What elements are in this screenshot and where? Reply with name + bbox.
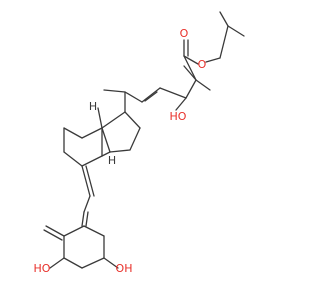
bond (83, 225, 105, 237)
ring-hydroxyl-left-label: HO (34, 262, 51, 275)
bond-skeleton (43, 11, 245, 269)
bond (219, 25, 229, 59)
molecule-svg: O O HO HO OH H H (34, 11, 245, 275)
bond (63, 257, 83, 269)
side-chain-hydroxyl-label: HO (170, 110, 187, 123)
bond (85, 165, 95, 197)
bond (81, 165, 91, 197)
bond (183, 55, 197, 81)
bond (183, 65, 197, 81)
bond (81, 211, 85, 227)
molecule-diagram: O O HO HO OH H H (34, 11, 245, 275)
bond (185, 79, 197, 99)
bond (129, 127, 141, 151)
bond (195, 79, 211, 91)
bond (45, 225, 65, 237)
atom-labels: O O HO HO OH H H (34, 27, 207, 275)
carbonyl-oxygen-label: O (180, 27, 189, 40)
bond (63, 151, 83, 167)
bond (101, 127, 111, 153)
bond (144, 91, 158, 102)
bond (103, 89, 126, 93)
bond (43, 229, 63, 241)
bond (219, 11, 229, 27)
bond (103, 257, 119, 269)
bond (183, 55, 199, 65)
bond (124, 91, 143, 103)
bond (141, 87, 161, 103)
bond (227, 25, 245, 37)
bond (81, 257, 105, 269)
ester-oxygen-label: O (198, 58, 207, 71)
bond (83, 195, 91, 213)
stereo-h-lower-label: H (108, 154, 116, 167)
bond (159, 87, 187, 99)
bond (97, 107, 103, 129)
bond (109, 149, 131, 153)
bond (205, 57, 221, 63)
bond (124, 111, 141, 129)
bond (81, 155, 103, 167)
bond (85, 211, 89, 227)
bond (101, 151, 111, 157)
bond (63, 127, 83, 139)
stereo-h-upper-label: H (89, 100, 97, 113)
bond (63, 225, 85, 237)
bond (101, 111, 126, 129)
bond (81, 127, 103, 139)
ring-hydroxyl-right-label: OH (116, 262, 133, 275)
bond (49, 257, 65, 269)
bond (175, 97, 187, 111)
